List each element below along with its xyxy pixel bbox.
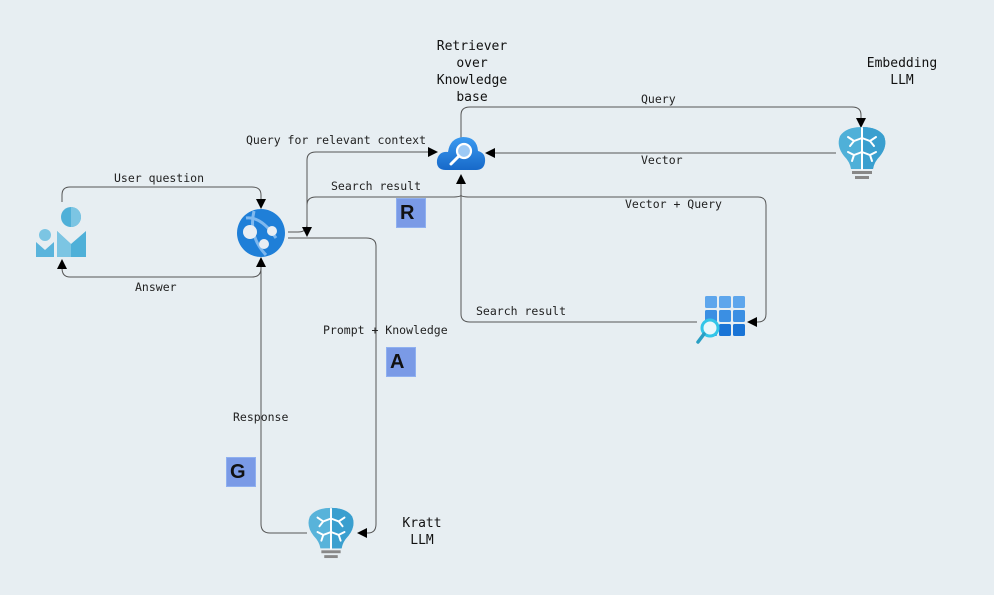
edge-label-vector-query: Vector + Query: [625, 197, 722, 211]
edge-label-response: Response: [233, 410, 289, 424]
badge-g: G: [226, 457, 256, 487]
edge-user-question: [61, 186, 266, 209]
brain-bulb-icon[interactable]: [836, 124, 888, 180]
edge-label-answer: Answer: [135, 280, 177, 294]
edge-vector-query: [460, 194, 767, 327]
brain-bulb-icon[interactable]: [305, 505, 357, 559]
edge-label-search-result-top: Search result: [331, 179, 422, 193]
edge-query-context: [288, 147, 438, 233]
edge-answer: [57, 258, 262, 278]
edge-query: [460, 106, 866, 138]
edge-label-user-question: User question: [114, 171, 205, 185]
cloud-search-icon[interactable]: [436, 134, 486, 172]
edge-search-result-index: [456, 174, 697, 323]
badge-r: R: [396, 198, 426, 228]
edge-label-vector: Vector: [641, 153, 683, 167]
search-index-grid-icon[interactable]: [695, 296, 749, 348]
retriever-label: Retriever over Knowledge base: [436, 39, 508, 105]
edge-label-prompt-knowledge: Prompt + Knowledge: [323, 323, 448, 337]
edge-response: [256, 257, 307, 534]
web-app-globe-icon[interactable]: [236, 208, 286, 258]
embedding-llm-label: Embedding LLM: [866, 56, 938, 88]
users-icon[interactable]: [35, 206, 89, 258]
edge-label-query-context: Query for relevant context: [246, 133, 427, 147]
edge-label-search-result-index: Search result: [476, 304, 567, 318]
kratt-llm-label: Kratt LLM: [402, 516, 442, 548]
edge-label-query: Query: [641, 92, 676, 106]
badge-a: A: [386, 347, 416, 377]
edge-search-result-top: [302, 194, 462, 237]
edge-prompt-knowledge: [288, 237, 377, 538]
